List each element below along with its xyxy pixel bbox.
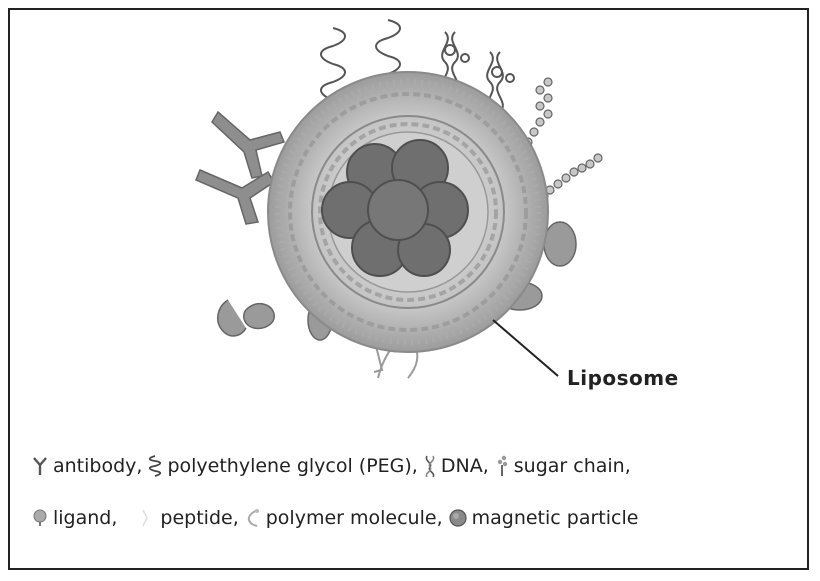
legend-label: antibody, [53,455,142,477]
liposome-label: Liposome [567,366,679,390]
legend-label: DNA, [441,455,489,477]
legend-label: polymer molecule, [266,507,443,529]
legend-label: polyethylene glycol (PEG), [167,455,417,477]
legend-label: ligand, [53,507,117,529]
legend-item-magnetic-particle: magnetic particle [449,507,639,529]
liposome-callout-line [493,320,558,376]
legend-item-dna: DNA, [424,455,489,477]
legend-label: magnetic particle [472,507,639,529]
legend-item-peg: polyethylene glycol (PEG), [148,455,417,477]
legend-item-sugar-chain: sugar chain, [495,455,631,477]
legend-item-peptide: peptide, [137,507,238,529]
legend-label: sugar chain, [514,455,631,477]
legend-label: peptide, [160,507,238,529]
antibody-icon [32,456,48,476]
sugar-chain-icon [495,455,509,477]
polymer-molecule-icon [245,508,261,528]
dna-icon [424,455,436,477]
magnetic-particle-icon [449,509,467,527]
legend-item-antibody: antibody, [32,455,142,477]
peg-icon [148,455,162,477]
legend-row-2: ligand, peptide, polymer molecule, magne… [32,507,644,529]
legend-item-polymer-molecule: polymer molecule, [245,507,443,529]
peptide-icon [137,508,155,528]
ligand-icon [32,509,48,527]
legend-item-ligand: ligand, [32,507,117,529]
legend-row-1: antibody, polyethylene glycol (PEG), DNA… [32,455,637,477]
